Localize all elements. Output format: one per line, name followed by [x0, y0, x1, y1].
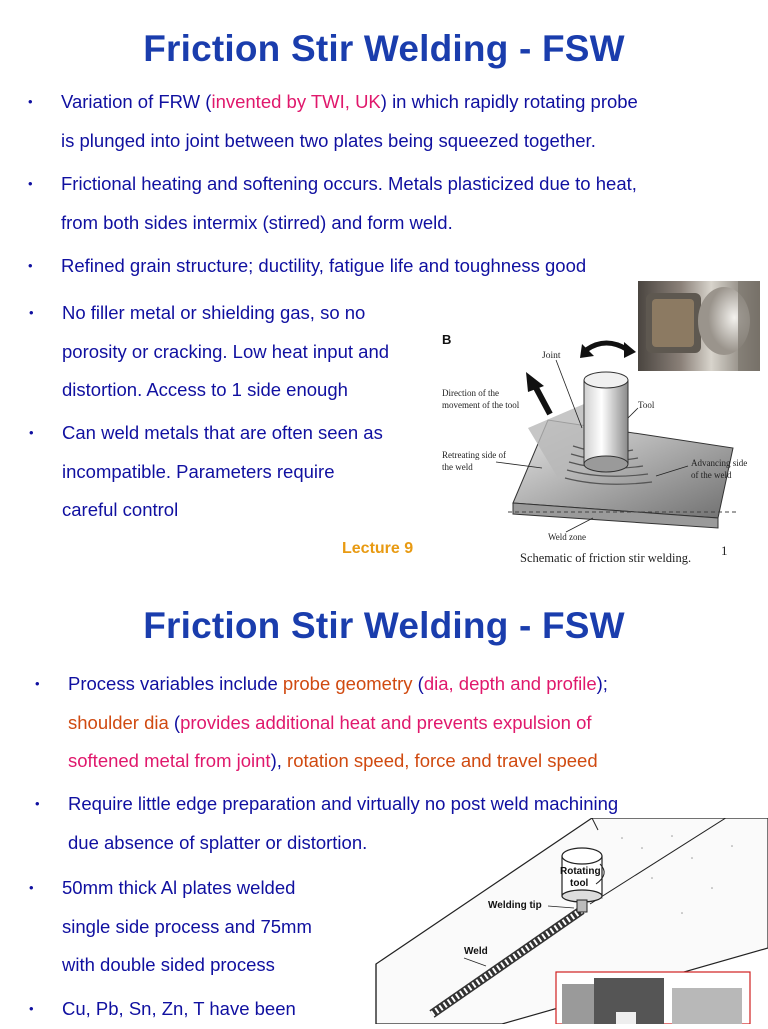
- svg-text:B: B: [442, 332, 451, 347]
- svg-text:Welding tip: Welding tip: [488, 900, 542, 911]
- lecture-label: Lecture 9: [342, 540, 414, 557]
- svg-text:Joint: Joint: [542, 351, 561, 361]
- bullet-dot-icon: •: [35, 676, 40, 691]
- svg-text:Rotating: Rotating: [560, 866, 601, 877]
- bullet-dot-icon: •: [35, 796, 40, 811]
- bullet-incompatible-metals: • Can weld metals that are often seen as…: [29, 414, 442, 530]
- slide-1-title: Friction Stir Welding - FSW: [143, 28, 625, 69]
- bullet-dot-icon: •: [29, 880, 34, 895]
- bullet-frictional-heating: • Frictional heating and softening occur…: [28, 165, 761, 242]
- bullet-dot-icon: •: [28, 176, 33, 191]
- svg-text:of the weld: of the weld: [691, 470, 732, 480]
- fsw-line-drawing: Rotating tool Welding tip Weld: [375, 818, 768, 1024]
- weld-photo: [638, 281, 760, 371]
- svg-text:Weld zone: Weld zone: [548, 532, 586, 542]
- slide-1: Friction Stir Welding - FSW • Variation …: [28, 28, 761, 565]
- bullet-frw-variation: • Variation of FRW (invented by TWI, UK)…: [28, 83, 761, 160]
- bullet-dot-icon: •: [28, 258, 33, 273]
- page-number: 1: [721, 543, 728, 558]
- svg-text:Direction of the: Direction of the: [442, 388, 499, 398]
- svg-text:the weld: the weld: [442, 462, 473, 472]
- slide-2: Friction Stir Welding - FSW • Process va…: [0, 585, 768, 1024]
- svg-text:Advancing side: Advancing side: [691, 458, 747, 468]
- bullet-al-plates: • 50mm thick Al plates welded single sid…: [29, 869, 362, 985]
- bullet-dot-icon: •: [29, 425, 34, 440]
- bullet-dot-icon: •: [28, 94, 33, 109]
- inventor-highlight: invented by TWI, UK: [211, 91, 381, 112]
- svg-text:tool: tool: [570, 878, 589, 889]
- bullet-no-filler: • No filler metal or shielding gas, so n…: [29, 294, 442, 410]
- svg-text:Tool: Tool: [638, 400, 655, 410]
- bullet-dot-icon: •: [29, 305, 34, 320]
- svg-text:Weld: Weld: [464, 946, 488, 957]
- bullet-grain-structure: • Refined grain structure; ductility, fa…: [28, 247, 761, 286]
- svg-text:movement of the tool: movement of the tool: [442, 400, 520, 410]
- bullet-dot-icon: •: [29, 1001, 34, 1016]
- bullet-edge-preparation: • Require little edge preparation and vi…: [35, 785, 758, 862]
- figure-caption: Schematic of friction stir welding.: [520, 551, 692, 565]
- slide-2-title: Friction Stir Welding - FSW: [143, 605, 625, 646]
- fsw-schematic: B Joint: [442, 332, 747, 542]
- svg-text:Retreating side of: Retreating side of: [442, 450, 506, 460]
- bullet-process-variables: • Process variables include probe geomet…: [35, 665, 758, 781]
- bullet-metals-welded: • Cu, Pb, Sn, Zn, T have been: [29, 990, 362, 1029]
